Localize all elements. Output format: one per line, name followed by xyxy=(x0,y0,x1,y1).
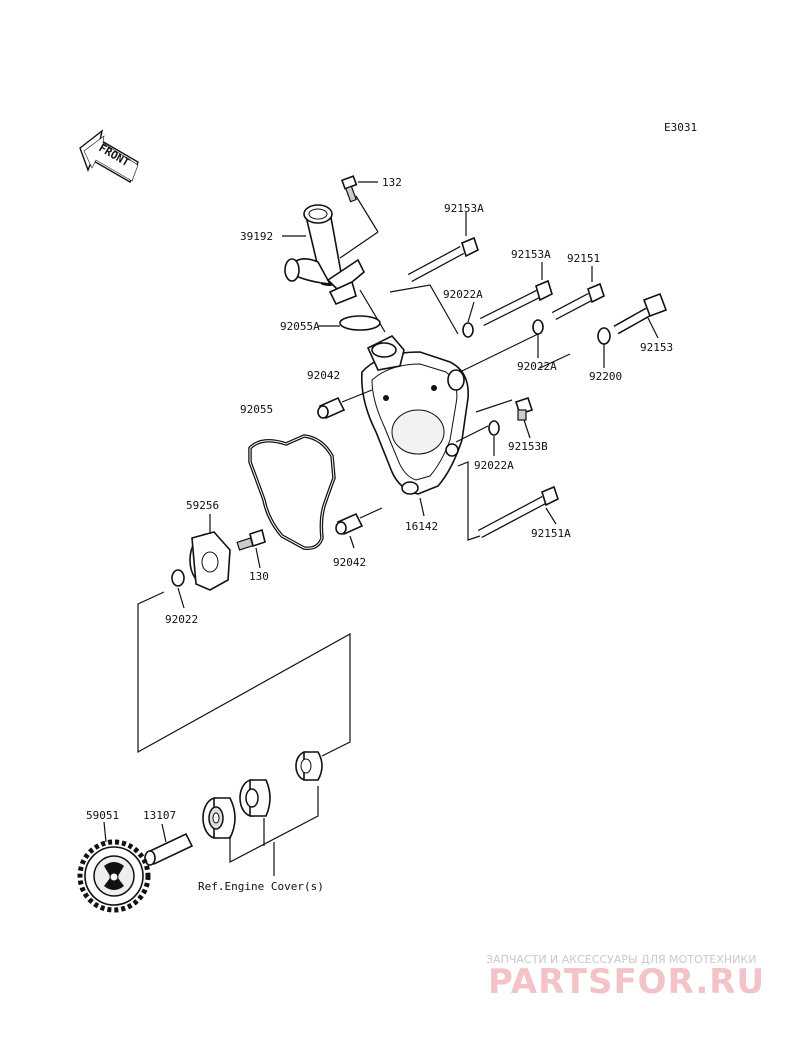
label-59051: 59051 xyxy=(86,809,119,822)
label-132: 132 xyxy=(382,176,402,189)
label-130: 130 xyxy=(249,570,269,583)
label-39192: 39192 xyxy=(240,230,273,243)
diagram-code: E3031 xyxy=(664,121,697,134)
label-92153a-1: 92153A xyxy=(444,202,484,215)
part-92042-dowel-1 xyxy=(317,389,373,420)
label-92055a: 92055A xyxy=(280,320,320,333)
part-92151-bolt xyxy=(551,266,605,320)
part-oil-seal xyxy=(295,751,323,781)
part-92055a-oring xyxy=(339,315,381,331)
watermark-brand: PARTSFOR.RU xyxy=(488,962,765,1002)
label-92022a-3: 92022A xyxy=(474,459,514,472)
part-92153a-bolt-2 xyxy=(479,262,553,327)
label-13107: 13107 xyxy=(143,809,176,822)
part-bearing-2 xyxy=(202,797,236,839)
part-bearing-1 xyxy=(239,779,271,817)
part-132-bolt xyxy=(340,175,378,203)
label-92151a: 92151A xyxy=(531,527,571,540)
part-92153b-bolt xyxy=(514,396,534,439)
label-92055: 92055 xyxy=(240,403,273,416)
part-59256-impeller xyxy=(189,514,231,591)
part-92153-bolt xyxy=(613,292,668,339)
part-92151a-bolt xyxy=(477,485,559,538)
label-92153b: 92153B xyxy=(508,440,548,453)
label-92153: 92153 xyxy=(640,341,673,354)
part-92022-washer xyxy=(171,569,185,587)
label-92022a-2: 92022A xyxy=(517,360,557,373)
watermark-tagline: ЗАПЧАСТИ И АКСЕССУАРЫ ДЛЯ МОТОТЕХНИКИ xyxy=(486,953,756,966)
part-92200-washer xyxy=(597,327,611,345)
label-92153a-2: 92153A xyxy=(511,248,551,261)
part-130-bolt xyxy=(236,528,266,569)
part-92042-dowel-2 xyxy=(335,507,383,549)
part-16142-pump-cover xyxy=(360,335,469,495)
label-92151: 92151 xyxy=(567,252,600,265)
part-92022a-washer-2 xyxy=(532,319,544,335)
ref-engine-cover-note: Ref.Engine Cover(s) xyxy=(198,880,324,893)
part-92022a-washer-1 xyxy=(462,322,474,338)
label-92042-2: 92042 xyxy=(333,556,366,569)
part-92022a-washer-3 xyxy=(488,420,500,436)
label-16142: 16142 xyxy=(405,520,438,533)
part-92153a-bolt-1 xyxy=(407,212,479,282)
label-59256: 59256 xyxy=(186,499,219,512)
part-13107-shaft xyxy=(144,823,194,866)
part-39192-hose xyxy=(284,195,379,306)
label-92200: 92200 xyxy=(589,370,622,383)
label-92042-1: 92042 xyxy=(307,369,340,382)
part-59051-gear xyxy=(77,821,151,913)
label-92022: 92022 xyxy=(165,613,198,626)
watermark: ЗАПЧАСТИ И АКСЕССУАРЫ ДЛЯ МОТОТЕХНИКИ PA… xyxy=(486,953,765,1002)
label-92022a-1: 92022A xyxy=(443,288,483,301)
front-arrow-icon: FRONT xyxy=(79,129,139,184)
